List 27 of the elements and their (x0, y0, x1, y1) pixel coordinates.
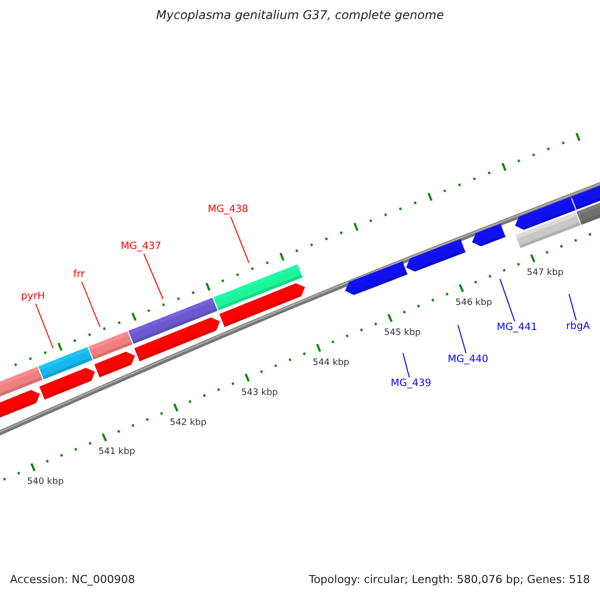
leader-line (568, 294, 577, 321)
leader-line (230, 216, 250, 264)
gene-label: rbgA (566, 321, 590, 333)
leader-line (402, 352, 410, 378)
scale-label: 542 kbp (170, 418, 206, 428)
leader-line (35, 303, 54, 348)
gene-label: MG_438 (208, 204, 248, 216)
scale-label: 547 kbp (526, 268, 564, 279)
scale-label: 541 kbp (98, 447, 136, 458)
gene-label: MG_439 (390, 378, 432, 390)
gene-label: frr (73, 269, 85, 281)
gene-label: pyrH (21, 291, 45, 303)
leader-line (458, 324, 467, 354)
leader-line (81, 281, 100, 328)
footer-text: Accession: NC_000908 (10, 574, 136, 587)
gene-label: MG_437 (120, 241, 162, 253)
leader-line (143, 253, 164, 300)
scale-label: 544 kbp (312, 358, 350, 368)
gene-label: MG_440 (448, 354, 488, 366)
scale-label: 540 kbp (27, 477, 64, 488)
scale-label: 545 kbp (384, 328, 421, 338)
scale-label: 543 kbp (241, 388, 278, 398)
leader-line (500, 278, 516, 322)
scale-label: 546 kbp (455, 298, 492, 308)
gene-label: MG_441 (496, 322, 538, 334)
footer-text: Topology: circular; Length: 580,076 bp; Genes: 518 (308, 574, 590, 587)
title: Mycoplasma genitalium G37, complete genome (155, 9, 445, 23)
